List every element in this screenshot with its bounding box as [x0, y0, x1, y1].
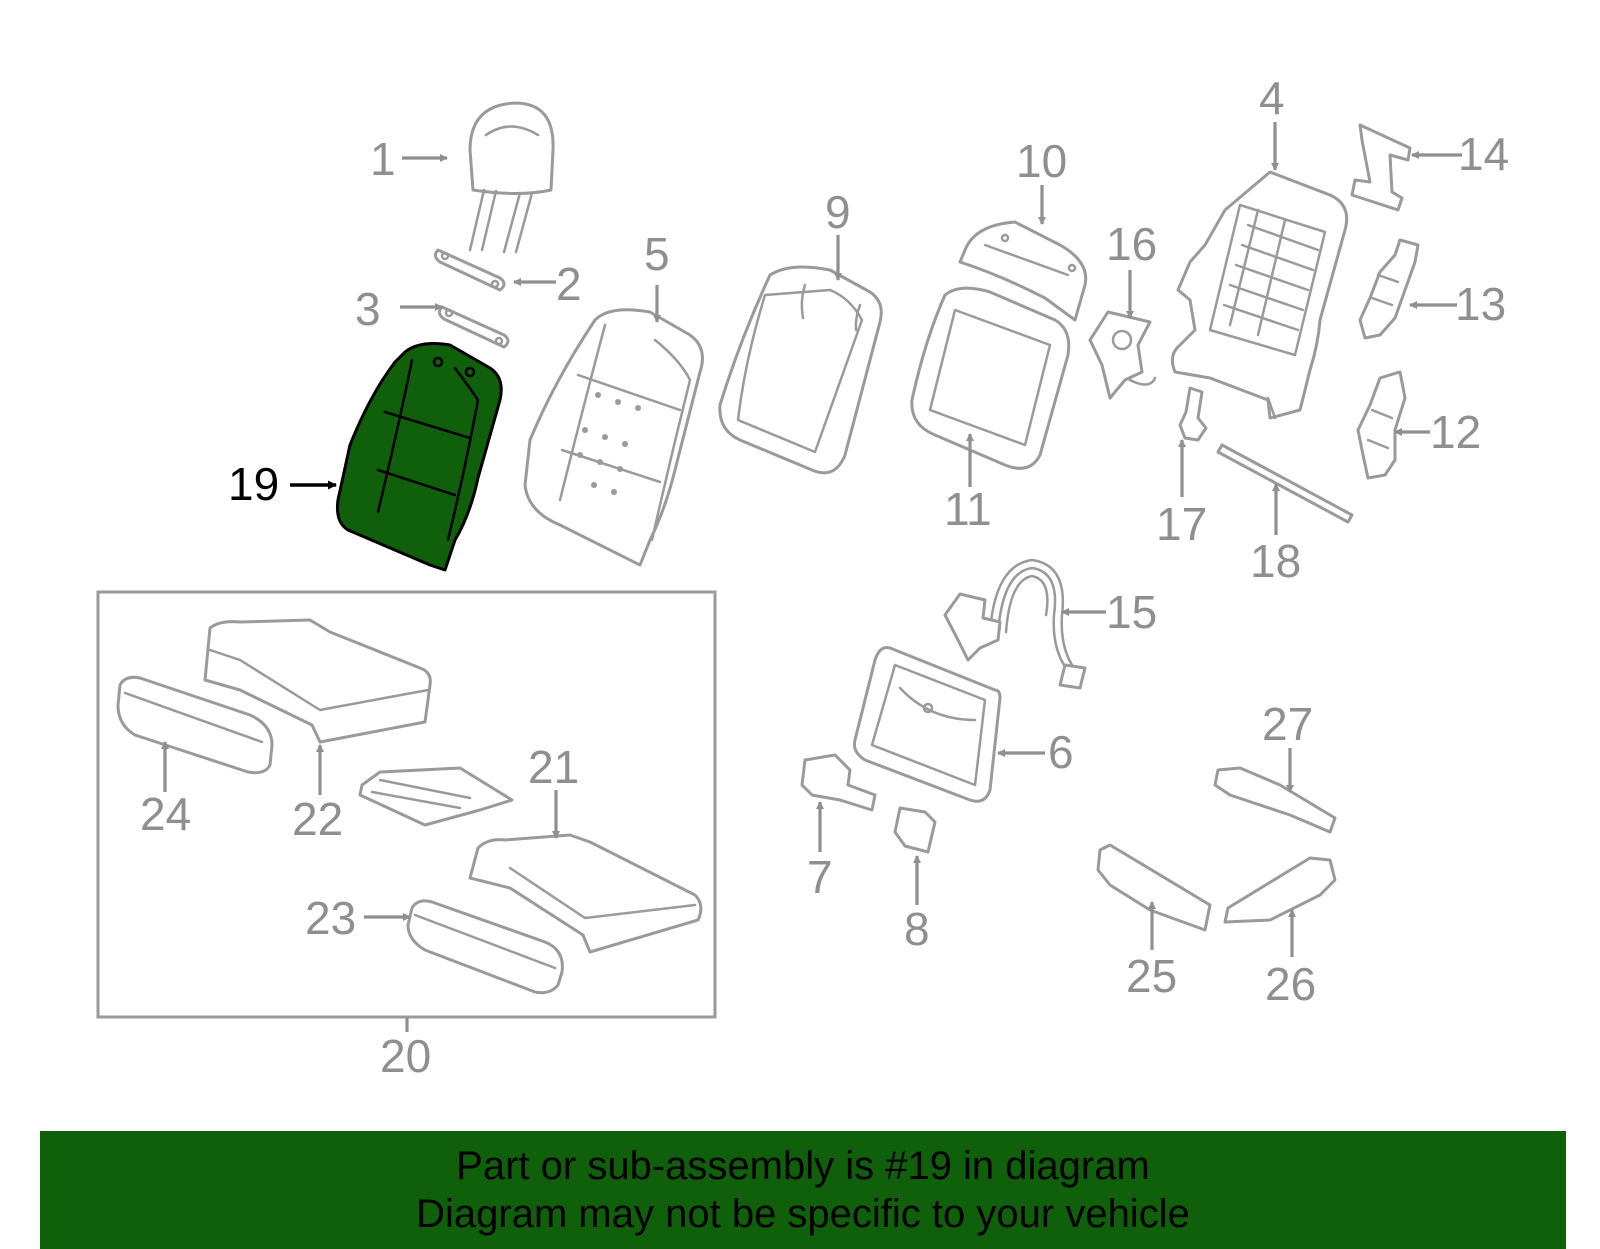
callout-5: 5	[644, 228, 670, 280]
part-1-headrest[interactable]	[468, 101, 555, 254]
part-18-rod[interactable]	[1216, 443, 1354, 524]
part-10-top-pad[interactable]	[958, 220, 1088, 322]
part-26-side-cover[interactable]	[1223, 856, 1337, 924]
callout-16: 16	[1106, 218, 1157, 270]
part-3-guide[interactable]	[437, 305, 510, 349]
callout-8: 8	[904, 903, 930, 955]
callout-23: 23	[305, 892, 356, 944]
part-4-seatback-frame[interactable]	[1170, 170, 1349, 420]
callout-1: 1	[370, 133, 396, 185]
callout-19: 19	[228, 458, 279, 510]
callout-25: 25	[1126, 950, 1177, 1002]
part-11-back-panel[interactable]	[910, 286, 1071, 470]
callout-20: 20	[380, 1030, 431, 1082]
part-17-connector[interactable]	[1178, 386, 1208, 442]
callout-26: 26	[1265, 958, 1316, 1010]
callout-15: 15	[1106, 586, 1157, 638]
callout-13: 13	[1455, 278, 1506, 330]
footer-line-disclaimer: Diagram may not be specific to your vehi…	[416, 1192, 1190, 1236]
part-16-bracket[interactable]	[1088, 310, 1157, 400]
part-6-back-board[interactable]	[853, 646, 1002, 803]
part-19-seatback-cover[interactable]	[336, 342, 503, 572]
callout-11: 11	[944, 483, 992, 535]
callout-21: 21	[528, 741, 579, 793]
part-8-clip[interactable]	[893, 806, 937, 854]
seat-mat[interactable]	[358, 766, 514, 827]
part-7-switch[interactable]	[800, 753, 877, 812]
part-15-wire-harness[interactable]	[943, 558, 1087, 690]
callout-4: 4	[1259, 72, 1285, 124]
callout-labels: 1 2 3 4 5 6 7 8 9 10 11 12 13 14 15 16 1…	[140, 72, 1509, 1082]
footer-line-part-info: Part or sub-assembly is #19 in diagram	[456, 1144, 1150, 1188]
part-13-recliner-motor[interactable]	[1358, 238, 1420, 340]
part-2-guide[interactable]	[433, 248, 506, 292]
part-21-seat-frame-pad[interactable]	[468, 833, 703, 954]
callout-14: 14	[1458, 128, 1509, 180]
part-12-side-trim[interactable]	[1356, 370, 1407, 480]
callout-27: 27	[1262, 698, 1313, 750]
part-9-seatback-pad[interactable]	[718, 265, 883, 475]
callout-10: 10	[1016, 135, 1067, 187]
footer-banner: Part or sub-assembly is #19 in diagram D…	[40, 1131, 1566, 1249]
callout-24: 24	[140, 788, 191, 840]
callout-12: 12	[1430, 406, 1481, 458]
part-5-seatback-cover[interactable]	[523, 308, 704, 567]
part-24-side-bolster[interactable]	[116, 675, 274, 775]
callout-9: 9	[825, 186, 851, 238]
callout-18: 18	[1250, 535, 1301, 587]
leader-lines	[161, 122, 1462, 1032]
part-27-side-cover[interactable]	[1213, 766, 1337, 834]
callout-6: 6	[1048, 726, 1074, 778]
callout-3: 3	[355, 283, 381, 335]
callout-22: 22	[292, 793, 343, 845]
callout-2: 2	[556, 258, 582, 310]
part-14-bracket[interactable]	[1350, 123, 1412, 212]
part-25-side-cover[interactable]	[1096, 843, 1212, 932]
callout-7: 7	[807, 851, 833, 903]
part-23-side-bolster[interactable]	[406, 899, 564, 995]
callout-17: 17	[1156, 498, 1207, 550]
part-22-seat-pad[interactable]	[203, 618, 432, 744]
